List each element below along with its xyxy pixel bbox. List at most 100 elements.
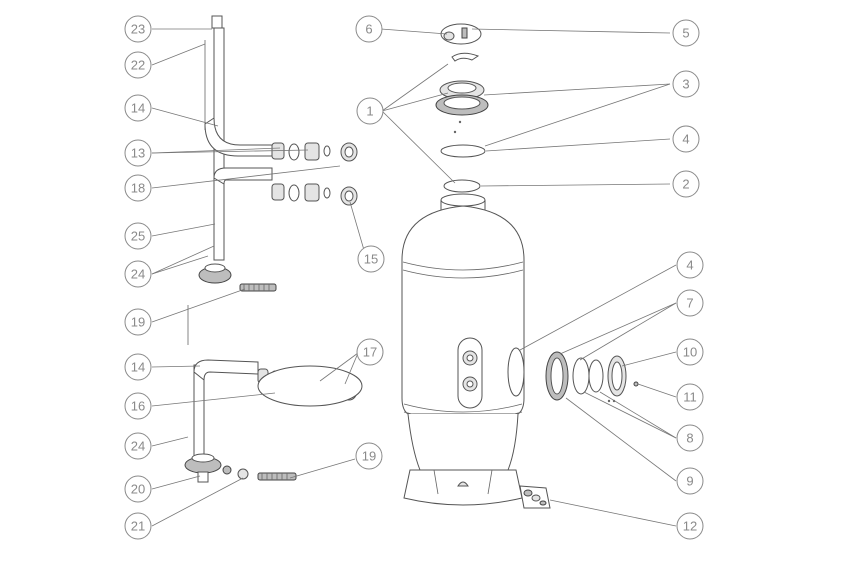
callout-23: 23 — [124, 15, 152, 43]
tank-body — [401, 205, 525, 415]
outlet-port-inner — [466, 380, 474, 388]
callout-4: 4 — [676, 251, 704, 279]
callout-16: 16 — [124, 392, 152, 420]
callouts: 23 22 14 13 18 25 24 19 14 16 24 20 21 1… — [124, 15, 704, 540]
callout-3: 3 — [672, 70, 700, 98]
manhole-seal — [572, 357, 590, 395]
svg-text:14: 14 — [131, 360, 145, 375]
svg-text:23: 23 — [131, 22, 145, 37]
upper-collector-assembly — [198, 15, 358, 292]
svg-text:4: 4 — [682, 132, 689, 147]
screw-dot — [453, 130, 457, 134]
svg-text:25: 25 — [131, 229, 145, 244]
manometer — [443, 31, 455, 41]
base-leg — [487, 469, 493, 495]
callout-8: 8 — [676, 424, 704, 452]
svg-text:15: 15 — [364, 252, 378, 267]
svg-text:14: 14 — [131, 101, 145, 116]
callout-12: 12 — [676, 512, 704, 540]
upper-lateral-arm — [239, 283, 277, 292]
tank-base — [403, 469, 523, 506]
lid-ring-inner — [443, 96, 481, 110]
svg-text:11: 11 — [683, 390, 697, 405]
manhole-ring — [588, 359, 604, 393]
svg-text:24: 24 — [131, 267, 145, 282]
svg-text:22: 22 — [131, 58, 145, 73]
callout-1: 1 — [356, 97, 384, 125]
upper-hub-top — [204, 263, 226, 273]
svg-text:19: 19 — [362, 449, 376, 464]
tank-bottom — [407, 413, 519, 471]
svg-text:21: 21 — [131, 519, 145, 534]
callout-11: 11 — [676, 383, 704, 411]
leader-lines — [151, 28, 677, 527]
lower-lateral-arm — [222, 465, 297, 481]
callout-24: 24 — [124, 260, 152, 288]
svg-text:12: 12 — [683, 519, 697, 534]
tank-neck-top — [440, 193, 486, 207]
callout-4: 4 — [672, 125, 700, 153]
lower-union-fittings — [271, 183, 358, 206]
callout-15: 15 — [357, 245, 385, 273]
svg-text:13: 13 — [131, 146, 145, 161]
lower-collector-assembly — [184, 305, 363, 483]
callout-21: 21 — [124, 512, 152, 540]
svg-text:1: 1 — [366, 104, 373, 119]
svg-text:10: 10 — [683, 345, 697, 360]
filter-tank — [401, 193, 525, 506]
manhole-cover-inner — [611, 361, 623, 391]
manhole-cover-parts — [507, 347, 639, 403]
lid-stack — [435, 23, 489, 193]
callout-13: 13 — [124, 139, 152, 167]
fittings-group-outline — [257, 365, 363, 407]
callout-24: 24 — [124, 432, 152, 460]
lower-elbow-pipe — [213, 167, 273, 185]
callout-14: 14 — [124, 353, 152, 381]
svg-text:19: 19 — [131, 315, 145, 330]
svg-text:6: 6 — [365, 22, 372, 37]
base-leg — [433, 469, 439, 495]
hub-stub — [197, 471, 209, 483]
neck-ring — [443, 179, 481, 193]
callout-10: 10 — [676, 338, 704, 366]
upper-belt — [402, 261, 524, 271]
svg-text:4: 4 — [686, 258, 693, 273]
callout-7: 7 — [676, 289, 704, 317]
svg-text:16: 16 — [131, 399, 145, 414]
base-notch — [457, 481, 469, 487]
port-plate — [457, 337, 483, 409]
clamp-segment — [451, 52, 480, 62]
cover-bolt — [633, 381, 639, 387]
air-release-valve — [461, 27, 468, 39]
callout-19: 19 — [355, 442, 383, 470]
inlet-port-inner — [466, 354, 474, 362]
callout-18: 18 — [124, 174, 152, 202]
bolt-dot — [607, 399, 611, 403]
upper-belt-2 — [402, 269, 524, 279]
lower-elbow-pipe — [193, 359, 259, 382]
lid-inner — [447, 82, 477, 94]
callout-5: 5 — [672, 19, 700, 47]
manhole-gasket — [507, 347, 525, 397]
svg-text:3: 3 — [682, 77, 689, 92]
callout-22: 22 — [124, 51, 152, 79]
svg-text:20: 20 — [131, 482, 145, 497]
callout-2: 2 — [672, 170, 700, 198]
svg-text:17: 17 — [363, 345, 377, 360]
callout-19: 19 — [124, 308, 152, 336]
svg-text:24: 24 — [131, 439, 145, 454]
callout-9: 9 — [676, 467, 704, 495]
drain-valve — [519, 485, 551, 509]
callout-6: 6 — [355, 15, 383, 43]
callout-20: 20 — [124, 475, 152, 503]
svg-text:2: 2 — [682, 177, 689, 192]
svg-text:8: 8 — [686, 431, 693, 446]
callout-14: 14 — [124, 94, 152, 122]
svg-text:5: 5 — [682, 26, 689, 41]
callout-25: 25 — [124, 222, 152, 250]
callout-17: 17 — [356, 338, 384, 366]
upper-union-fittings — [271, 142, 358, 162]
vent-cap — [211, 15, 223, 29]
